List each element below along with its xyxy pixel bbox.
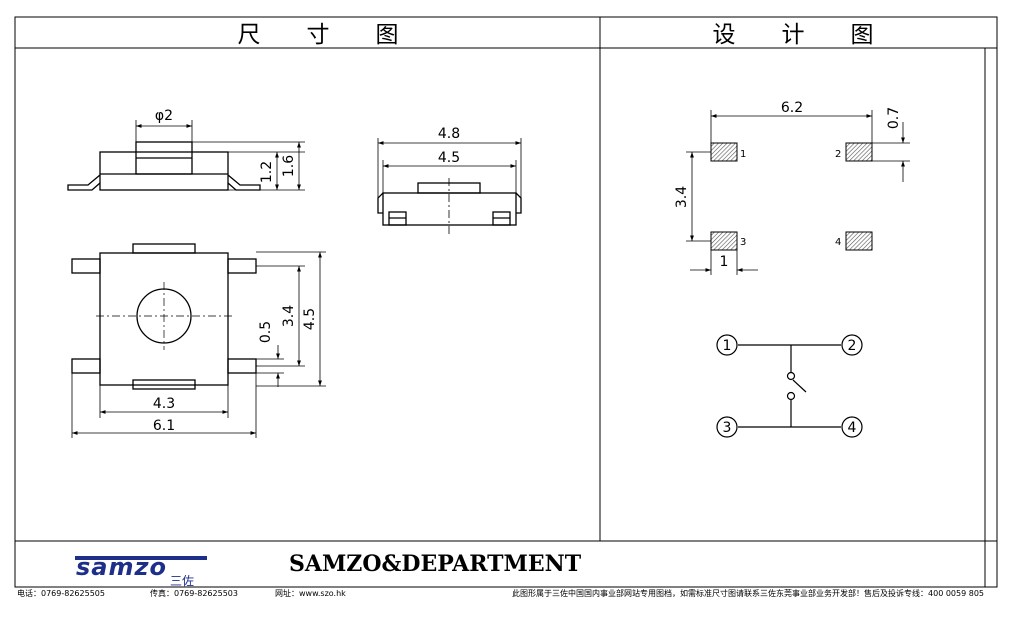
front-view (377, 182, 522, 226)
front-view-dims (377, 138, 522, 236)
pin-2: 2 (848, 338, 857, 354)
panel-title-design: 设 计 图 (713, 22, 874, 48)
dim-1-2: 1.2 (259, 161, 275, 183)
dim-6-1: 6.1 (153, 418, 175, 434)
pad-3 (710, 231, 738, 251)
dim-pad-3-4: 3.4 (674, 186, 690, 208)
dim-4-5-top: 4.5 (438, 150, 460, 166)
logo-chinese: 三佐 (170, 574, 194, 588)
top-view-dims (71, 251, 326, 438)
footer-fax: 传真：0769-82625503 (150, 588, 238, 598)
pad-4 (845, 231, 873, 251)
pin-circle-2 (841, 334, 863, 356)
dim-4-5-side: 4.5 (302, 308, 318, 330)
samzo-logo: samzo 三佐 (75, 553, 207, 588)
dim-4-3: 4.3 (153, 396, 175, 412)
switch-schematic (716, 334, 863, 438)
pad-label-3: 3 (740, 237, 746, 248)
pin-1: 1 (723, 338, 732, 354)
footer-website: 网址：www.szo.hk (275, 588, 346, 598)
pin-3: 3 (723, 420, 732, 436)
brand-name: SAMZO&DEPARTMENT (289, 551, 582, 577)
dim-3-4: 3.4 (281, 305, 297, 327)
pad-label-2: 2 (835, 149, 841, 160)
dim-0-5: 0.5 (258, 321, 274, 343)
dim-1-6: 1.6 (281, 155, 297, 177)
pad-2 (845, 142, 873, 162)
panel-title-dimensions: 尺 寸 图 (238, 22, 399, 48)
pad-layout-dims (686, 110, 910, 275)
pin-circle-4 (841, 416, 863, 438)
dim-1: 1 (720, 254, 729, 270)
logo-wordmark: samzo (76, 553, 167, 581)
side-view (67, 141, 261, 191)
dim-phi2: φ2 (155, 108, 173, 124)
pin-4: 4 (848, 420, 857, 436)
pin-circle-3 (716, 416, 738, 438)
dim-6-2: 6.2 (781, 100, 803, 116)
footer-notice: 此图形属于三佐中国国内事业部网站专用图档，如需标准尺寸图请联系三佐东莞事业部业务… (512, 588, 984, 598)
pad-layout (710, 142, 873, 251)
pad-1 (710, 142, 738, 162)
top-view-centerlines (96, 282, 232, 350)
frame (14, 16, 998, 588)
dim-4-8: 4.8 (438, 126, 460, 142)
footer-phone: 电话：0769-82625505 (17, 588, 105, 598)
pad-label-1: 1 (740, 149, 746, 160)
pad-label-4: 4 (835, 237, 841, 248)
side-view-dims (135, 120, 305, 191)
dim-0-7: 0.7 (886, 107, 902, 129)
pin-circle-1 (716, 334, 738, 356)
